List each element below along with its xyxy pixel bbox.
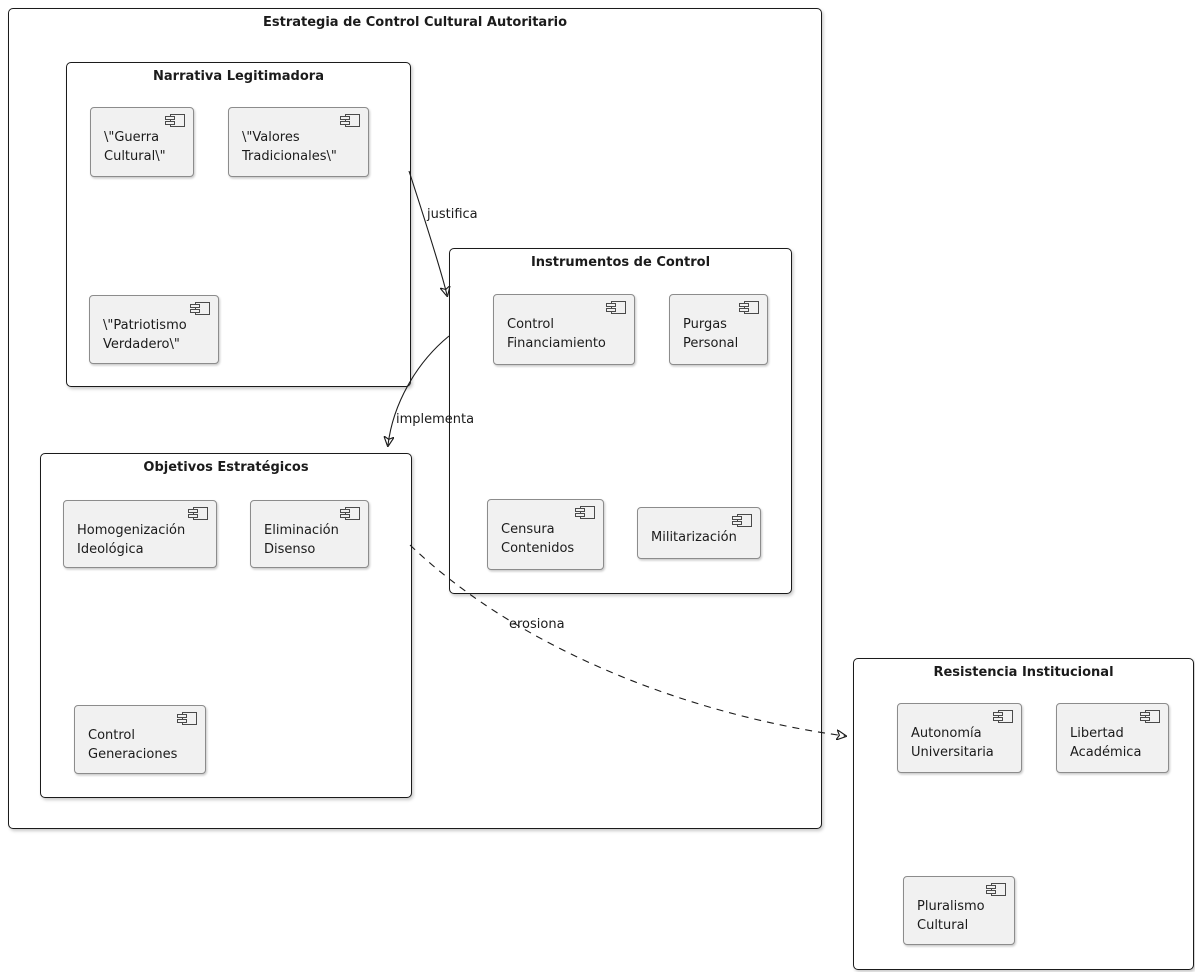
component-label: Pluralismo Cultural — [917, 899, 985, 933]
component-guerra-cultural: \"Guerra Cultural\" — [90, 107, 194, 177]
component-label: Control Financiamiento — [507, 317, 606, 351]
package-title-resistencia: Resistencia Institucional — [933, 665, 1114, 680]
component-label: Control Generaciones — [88, 728, 178, 762]
edge-implementa-label: implementa — [396, 412, 475, 427]
package-title-narrativa: Narrativa Legitimadora — [153, 69, 324, 84]
component-control-financiamiento: Control Financiamiento — [493, 294, 635, 365]
package-title-instrumentos: Instrumentos de Control — [530, 255, 711, 270]
component-censura-contenidos: Censura Contenidos — [487, 499, 604, 570]
component-label: Censura Contenidos — [501, 522, 575, 556]
component-label: Autonomía Universitaria — [911, 726, 994, 760]
component-icon — [187, 506, 209, 521]
edge-justifica-label: justifica — [427, 207, 478, 222]
component-icon — [985, 882, 1007, 897]
edge-erosiona-label: erosiona — [509, 617, 565, 632]
package-title-objetivos: Objetivos Estratégicos — [143, 460, 309, 475]
component-label: \"Patriotismo Verdadero\" — [103, 318, 187, 352]
package-title-estrategia: Estrategia de Control Cultural Autoritar… — [262, 15, 568, 30]
component-homogenizacion-ideologica: Homogenización Ideológica — [63, 500, 217, 568]
component-icon — [738, 300, 760, 315]
component-militarizacion: Militarización — [637, 507, 761, 559]
component-icon — [992, 709, 1014, 724]
component-label: \"Valores Tradicionales\" — [242, 130, 337, 164]
component-purgas-personal: Purgas Personal — [669, 294, 768, 365]
component-valores-tradicionales: \"Valores Tradicionales\" — [228, 107, 369, 177]
component-control-generaciones: Control Generaciones — [74, 705, 206, 774]
component-icon — [339, 113, 361, 128]
component-label: \"Guerra Cultural\" — [104, 130, 166, 164]
component-label: Purgas Personal — [683, 317, 739, 351]
component-libertad-academica: Libertad Académica — [1056, 703, 1169, 773]
component-icon — [731, 513, 753, 528]
component-icon — [339, 506, 361, 521]
component-icon — [605, 300, 627, 315]
component-icon — [574, 505, 596, 520]
component-autonomia-universitaria: Autonomía Universitaria — [897, 703, 1022, 773]
component-patriotismo-verdadero: \"Patriotismo Verdadero\" — [89, 295, 219, 364]
component-pluralismo-cultural: Pluralismo Cultural — [903, 876, 1015, 945]
component-icon — [189, 301, 211, 316]
component-icon — [1139, 709, 1161, 724]
component-label: Homogenización Ideológica — [77, 523, 186, 557]
component-label: Eliminación Disenso — [264, 523, 339, 557]
component-icon — [164, 113, 186, 128]
component-eliminacion-disenso: Eliminación Disenso — [250, 500, 369, 568]
component-label: Militarización — [651, 530, 737, 545]
component-label: Libertad Académica — [1070, 726, 1142, 760]
component-icon — [176, 711, 198, 726]
